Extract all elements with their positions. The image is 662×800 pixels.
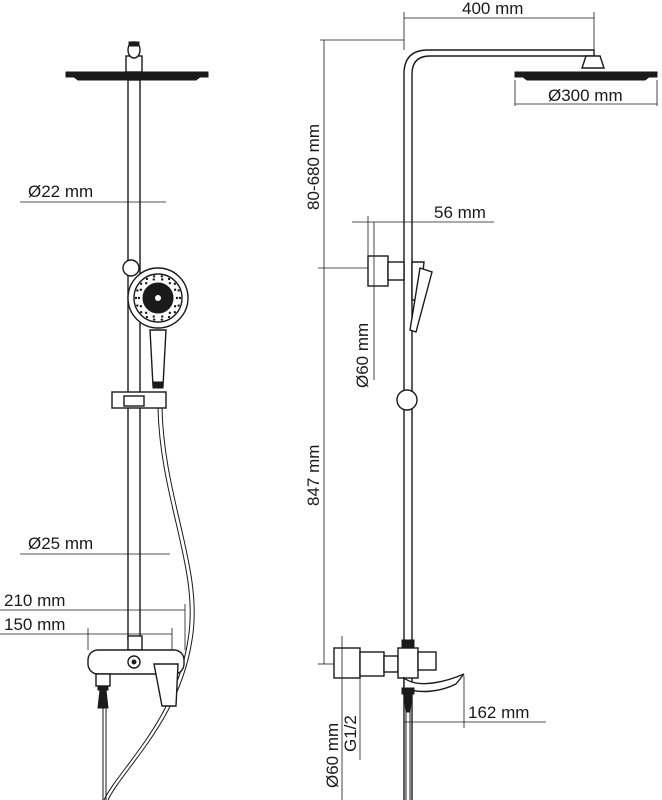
nozzle-dot — [160, 318, 164, 321]
nozzle-dot — [160, 275, 164, 278]
side-bracket-offset-label: 56 mm — [434, 203, 486, 222]
nozzle-dot — [136, 304, 139, 307]
nozzle-dot — [134, 296, 138, 300]
nozzle-dot — [173, 288, 177, 291]
nozzle-dot — [161, 315, 164, 318]
nozzle-dot — [167, 277, 171, 281]
front-rain-shower-head — [65, 41, 209, 81]
nozzle-dot — [152, 275, 156, 278]
side-spout-length-label: 162 mm — [468, 703, 529, 722]
nozzle-dot — [177, 289, 180, 292]
side-wall-bracket — [367, 255, 433, 333]
front-slider-holder — [111, 391, 167, 409]
side-rain-shower-head — [514, 55, 658, 81]
front-thermostatic-mixer — [87, 635, 185, 800]
nozzle-dot — [145, 277, 149, 281]
nozzle-dot — [139, 282, 143, 286]
side-bracket-diameter-label: Ø60 mm — [353, 323, 372, 388]
side-connection-label: G1/2 — [341, 715, 360, 752]
front-pipe-diameter-label: Ø25 mm — [28, 534, 93, 553]
nozzle-dot — [161, 278, 164, 281]
front-center-width-label: 150 mm — [4, 615, 65, 634]
nozzle-dot — [152, 278, 155, 281]
nozzle-dot — [152, 318, 156, 321]
front-view: Ø22 mm Ø25 mm 210 mm 150 mm — [0, 41, 209, 800]
side-rail-height-label: 847 mm — [304, 445, 323, 506]
nozzle-dot — [137, 296, 141, 300]
side-mixer-diameter-label: Ø60 mm — [323, 723, 342, 788]
nozzle-dot — [144, 281, 148, 285]
nozzle-dot — [175, 296, 179, 300]
nozzle-dot — [173, 310, 177, 314]
nozzle-dot — [177, 304, 180, 307]
side-head-diameter-label: Ø300 mm — [548, 86, 623, 105]
nozzle-dot — [139, 288, 143, 291]
side-view: 400 mm Ø300 mm 80-680 mm 56 mm Ø60 mm 84… — [304, 0, 658, 800]
nozzle-dot — [152, 315, 155, 318]
front-rail-diameter-label: Ø22 mm — [28, 182, 93, 201]
hand-shower-nozzles — [134, 275, 182, 321]
nozzle-dot — [173, 282, 177, 286]
nozzle-dot — [139, 310, 143, 314]
side-arm-length-label: 400 mm — [462, 0, 523, 18]
nozzle-dot — [145, 315, 149, 319]
side-shower-arm — [403, 49, 595, 800]
front-shower-hose — [103, 407, 191, 800]
nozzle-dot — [139, 305, 143, 308]
side-thermostatic-mixer — [333, 639, 465, 800]
front-hand-shower — [122, 259, 189, 389]
nozzle-dot — [178, 296, 182, 300]
nozzle-dot — [173, 305, 177, 308]
nozzle-dot — [136, 289, 139, 292]
side-height-adjust-label: 80-680 mm — [304, 124, 323, 210]
nozzle-dot — [168, 281, 172, 285]
nozzle-dot — [168, 311, 172, 315]
side-slider-holder — [396, 389, 418, 411]
front-total-width-label: 210 mm — [4, 591, 65, 610]
nozzle-dot — [144, 311, 148, 315]
front-shower-rail — [127, 79, 141, 641]
nozzle-dot — [167, 315, 171, 319]
